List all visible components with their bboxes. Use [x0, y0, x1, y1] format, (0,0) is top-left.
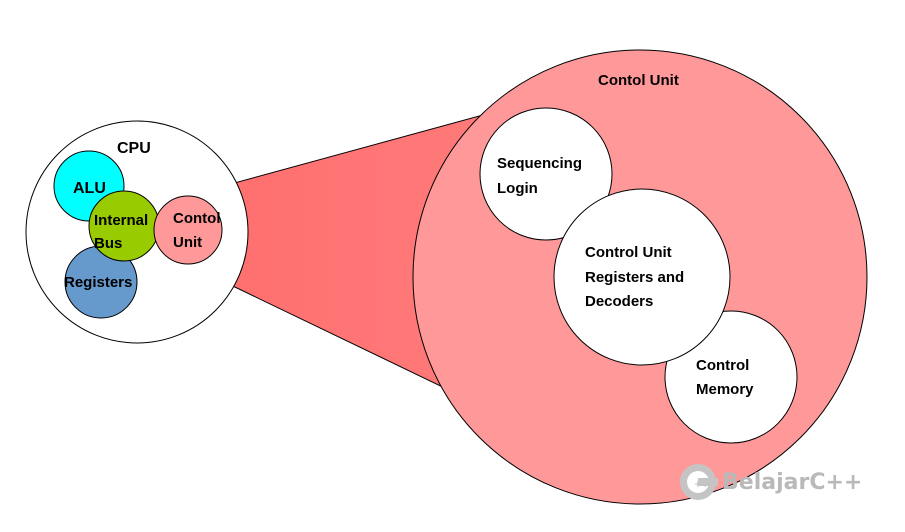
sequencing-login-label-line2: Login	[497, 180, 538, 197]
cu-registers-label-line2: Registers and	[585, 269, 685, 286]
cu-registers-label-line3: Decoders	[585, 293, 654, 310]
control-memory-label-line1: Control	[696, 357, 750, 374]
watermark-logo-icon: ++	[680, 464, 718, 500]
small-control-unit-label-line2: Unit	[173, 234, 203, 251]
watermark: ++ BelajarC++	[678, 462, 862, 502]
internal-bus-label-line2: Bus	[94, 235, 123, 252]
control-memory-label-line2: Memory	[696, 381, 754, 398]
cu-registers-decoders-circle	[553, 188, 731, 366]
small-control-unit-circle	[153, 195, 223, 265]
zoomed-control-unit-title: Contol Unit	[598, 72, 679, 89]
watermark-text: BelajarC++	[722, 469, 863, 495]
sequencing-login-label-line1: Sequencing	[497, 155, 583, 172]
alu-label: ALU	[73, 180, 106, 197]
small-control-unit-label-line1: Contol	[173, 210, 221, 227]
cu-registers-label-line1: Control Unit	[585, 244, 672, 261]
internal-bus-label-line1: Internal	[94, 212, 149, 229]
sequencing-login-circle	[479, 107, 613, 241]
cpu-label: CPU	[117, 140, 151, 157]
registers-label: Registers	[64, 274, 133, 291]
svg-text:++: ++	[694, 480, 709, 490]
